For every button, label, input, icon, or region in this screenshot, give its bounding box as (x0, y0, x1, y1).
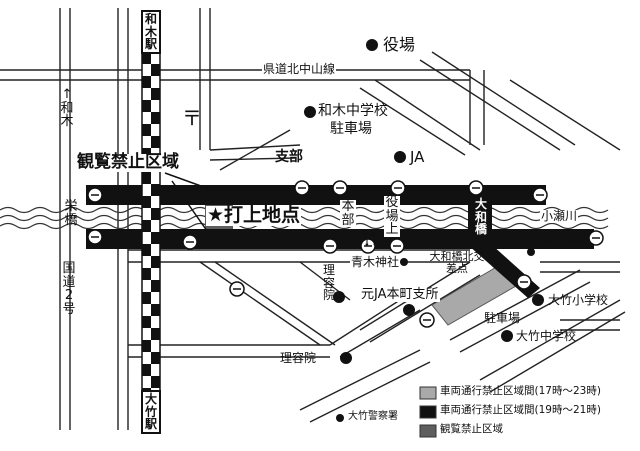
label-waki-parking: 駐車場 (330, 121, 372, 137)
label-viewing-prohibited: 観覧禁止区域 (76, 152, 180, 172)
oseko-river (0, 206, 609, 230)
label-branch: 支部 (275, 149, 303, 165)
label-waki-direction: ↑和木 (60, 87, 74, 130)
label-barber-1: 理容院 (322, 263, 335, 303)
no-entry-signs (87, 180, 604, 328)
label-ja: JA (410, 148, 425, 166)
label-yamato-kita-intersection: 大和橋北交差点 (429, 250, 485, 275)
label-prefectural-road: 県道北中山線 (262, 62, 337, 76)
legend-label-17-23: 車両通行禁止区域間(17時〜23時) (440, 385, 601, 397)
callout-lines (164, 172, 213, 239)
label-kanbashi: 役場上 (384, 195, 400, 238)
label-launch-site: ★打上地点 (206, 204, 302, 226)
label-yamato-bridge: 大和橋 (474, 197, 487, 237)
label-aoki-shrine: 青木神社 (350, 255, 401, 269)
road-network (0, 8, 626, 430)
label-honbu: 本部 (340, 199, 356, 228)
label-waki-junior-high: 和木中学校 (318, 103, 388, 119)
label-sakae-bashi: 栄橋 (64, 199, 78, 228)
label-otake-junior-high: 大竹中学校 (516, 329, 577, 343)
legend-swatch-black (419, 405, 437, 419)
station-otake: 大竹駅 (141, 390, 161, 434)
legend-label-viewing: 観覧禁止区域 (440, 423, 503, 435)
label-parking-2: 駐車場 (484, 311, 521, 325)
label-barber-2: 理容院 (280, 351, 317, 365)
legend-swatch-dark (419, 424, 437, 438)
landmark-dots (304, 39, 544, 422)
legend-swatch-grey (419, 386, 437, 400)
label-town-office: 役場 (383, 35, 416, 54)
label-oseko-river: 小瀬川 (540, 209, 579, 223)
post-office-icon: 〒 (182, 106, 202, 130)
closure-roads-19-21 (86, 185, 594, 298)
legend-label-19-21: 車両通行禁止区域間(19時〜21時) (440, 404, 601, 416)
label-police: 大竹警察署 (348, 411, 398, 422)
label-route2: 国道2号 (62, 261, 76, 317)
label-otake-elementary: 大竹小学校 (548, 293, 609, 307)
label-former-ja: 元JA本町支所 (360, 287, 440, 302)
shrine-icon: ⛩ (362, 231, 380, 247)
label-yamato-hospital: やまと病院 (530, 233, 586, 246)
railway (141, 51, 161, 403)
station-waki: 和木駅 (141, 10, 161, 54)
